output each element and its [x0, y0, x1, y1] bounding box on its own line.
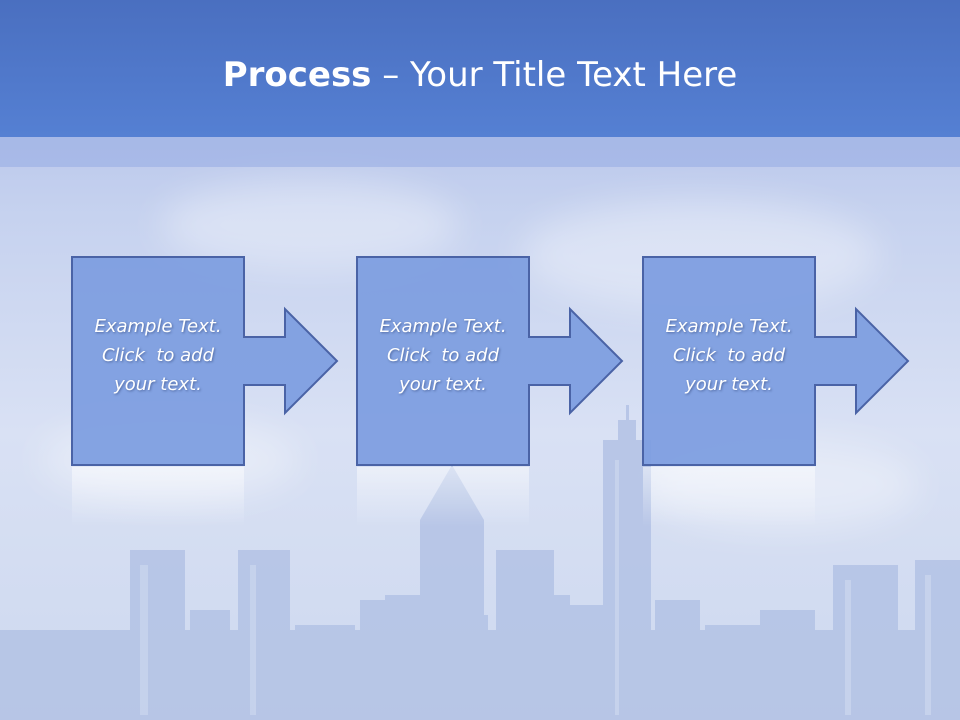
slide-title[interactable]: Process – Your Title Text Here — [0, 52, 960, 98]
title-bold-part: Process — [222, 55, 372, 95]
step-text-line: Click to add — [672, 345, 785, 366]
step-text-line: Example Text. — [665, 316, 793, 337]
step-1-text[interactable]: Example Text. Click to add your text. — [72, 312, 244, 399]
step-3-shape[interactable] — [642, 256, 910, 466]
title-header-bar — [0, 0, 960, 137]
step-text-line: your text. — [685, 374, 773, 395]
step-text-line: Click to add — [386, 345, 499, 366]
header-accent-band — [0, 137, 960, 167]
step-text-line: Example Text. — [379, 316, 507, 337]
step-1-shape[interactable] — [71, 256, 339, 466]
city-skyline-image — [0, 405, 960, 720]
step-text-line: Click to add — [101, 345, 214, 366]
step-3-text[interactable]: Example Text. Click to add your text. — [643, 312, 815, 399]
step-2-shape[interactable] — [356, 256, 624, 466]
title-rest-part: – Your Title Text Here — [371, 55, 738, 95]
step-reflections — [72, 467, 815, 527]
step-text-line: your text. — [399, 374, 487, 395]
step-text-line: Example Text. — [94, 316, 222, 337]
step-text-line: your text. — [114, 374, 202, 395]
cloud-decoration — [160, 180, 460, 270]
step-2-text[interactable]: Example Text. Click to add your text. — [357, 312, 529, 399]
